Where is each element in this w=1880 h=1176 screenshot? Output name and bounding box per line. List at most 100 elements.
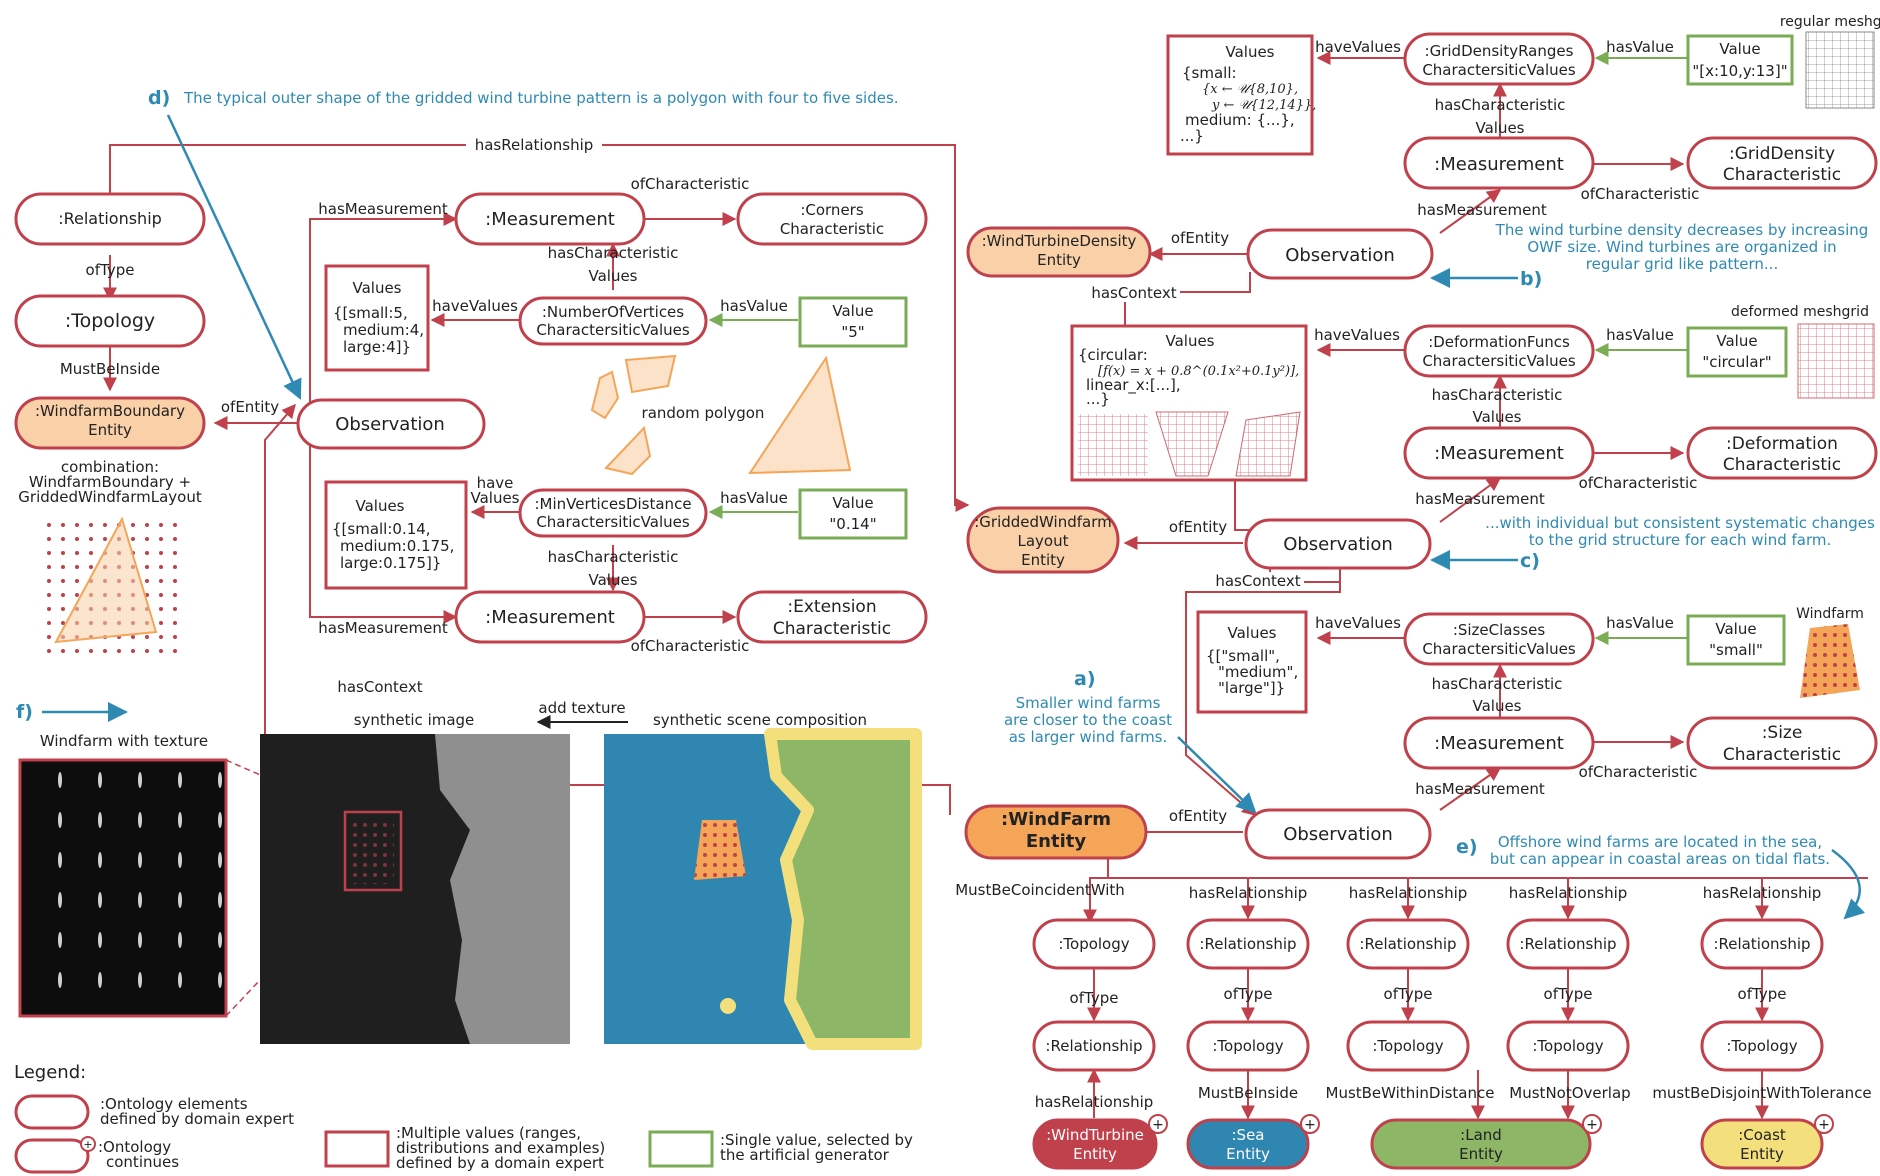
node-extension-l2: Characteristic bbox=[773, 619, 891, 639]
r1-vals-l2: {small: bbox=[1182, 64, 1237, 82]
b-lbl-mbdwt: mustBeDisjointWithTolerance bbox=[1652, 1084, 1871, 1102]
note-e-l2: but can appear in coastal areas on tidal… bbox=[1490, 850, 1830, 868]
note-c-l2: to the grid structure for each wind farm… bbox=[1529, 531, 1832, 549]
legend-single-l2: the artificial generator bbox=[720, 1146, 890, 1164]
r2-vals-l4: linear_x:[...], bbox=[1086, 376, 1181, 395]
r2-lbl-haschar-1: hasCharacteristic bbox=[1432, 386, 1563, 404]
note-a-l3: as larger wind farms. bbox=[1009, 728, 1168, 746]
node-measurement-1: :Measurement bbox=[485, 209, 615, 230]
node-nov-l1: :NumberOfVertices bbox=[542, 303, 684, 321]
node-nov-l2: CharactersiticValues bbox=[536, 321, 690, 339]
r2-df-l1: :DeformationFuncs bbox=[1428, 333, 1570, 351]
r1-val-l2: "[x:10,y:13]" bbox=[1692, 62, 1787, 80]
r2-vals-l3: [f(x) = x + 0.8^(0.1x²+0.1y²)], bbox=[1098, 364, 1299, 379]
r2-val-l2: "circular" bbox=[1702, 353, 1771, 371]
b-lbl-hasrel-3: hasRelationship bbox=[1349, 884, 1468, 902]
r2-gwl-l3: Entity bbox=[1021, 551, 1065, 569]
random-polygon-label: random polygon bbox=[642, 404, 765, 422]
r1-lbl-hasvalue: hasValue bbox=[1606, 38, 1674, 56]
val2-l1: Value bbox=[832, 494, 873, 512]
note-e-label: e) bbox=[1456, 836, 1478, 858]
lbl-hasvalue-2: hasValue bbox=[720, 489, 788, 507]
r1-lbl-havevalues: haveValues bbox=[1315, 38, 1401, 56]
note-a-l2: are closer to the coast bbox=[1004, 711, 1172, 729]
b-relationship-3: :Relationship bbox=[1359, 935, 1456, 953]
b-wt-plus: + bbox=[1152, 1117, 1164, 1133]
bottom-labels: MustBeCoincidentWith hasRelationship has… bbox=[955, 881, 1871, 1111]
r3-sc-l1: :SizeClasses bbox=[1453, 621, 1546, 639]
b-land-l1: :Land bbox=[1460, 1126, 1502, 1144]
right-block-1-labels: haveValues hasValue regular meshgrid has… bbox=[1088, 14, 1880, 302]
b-relationship-4: :Relationship bbox=[1519, 935, 1616, 953]
r1-lbl-ofchar: ofCharacteristic bbox=[1581, 185, 1700, 203]
add-texture-label: add texture bbox=[538, 699, 625, 717]
legend-cont-l2: continues bbox=[106, 1153, 179, 1171]
node-relationship-left: :Relationship bbox=[58, 209, 162, 228]
b-lbl-oftype-3: ofType bbox=[1384, 985, 1433, 1003]
note-d-text: The typical outer shape of the gridded w… bbox=[183, 89, 899, 107]
legend-multi-l1: :Multiple values (ranges, bbox=[396, 1124, 581, 1142]
r3-size-l1: :Size bbox=[1762, 723, 1803, 743]
vals2-l4: large:0.175]} bbox=[340, 554, 441, 572]
r1-vals-l5: medium: {...}, bbox=[1185, 111, 1295, 129]
b-lbl-hasrel-2: hasRelationship bbox=[1189, 884, 1308, 902]
r1-lbl-ofentity: ofEntity bbox=[1171, 229, 1229, 247]
image-panels: f) Windfarm with texture synthetic image… bbox=[16, 699, 922, 1050]
vals1-l1: Values bbox=[352, 279, 401, 297]
r3-lbl-ofentity: ofEntity bbox=[1169, 807, 1227, 825]
right-block-2-labels: haveValues hasValue deformed meshgrid ha… bbox=[1169, 304, 1869, 590]
legend-cont-l1: :Ontology bbox=[98, 1138, 171, 1156]
r3-lbl-haschar-2: Values bbox=[1472, 697, 1521, 715]
r2-observation: Observation bbox=[1283, 534, 1393, 555]
r2-vals-l1: Values bbox=[1165, 332, 1214, 350]
r2-lbl-havevalues: haveValues bbox=[1314, 326, 1400, 344]
f-label: f) bbox=[16, 701, 33, 723]
b-land-l2: Entity bbox=[1459, 1145, 1503, 1163]
r2-lbl-hascontext: hasContext bbox=[1215, 572, 1300, 590]
r2-lbl-ofchar: ofCharacteristic bbox=[1579, 474, 1698, 492]
r2-gwl-l1: :GriddedWindfarm bbox=[974, 513, 1112, 531]
texture-title: Windfarm with texture bbox=[40, 732, 208, 750]
b-coast-l1: :Coast bbox=[1738, 1126, 1786, 1144]
b-topology-4: :Topology bbox=[1532, 1037, 1603, 1055]
lbl-combo-3: GriddedWindfarmLayout bbox=[18, 488, 202, 506]
vals1-l4: large:4]} bbox=[343, 338, 411, 356]
r1-lbl-hasmeasurement: hasMeasurement bbox=[1417, 201, 1547, 219]
node-measurement-2: :Measurement bbox=[485, 607, 615, 628]
note-b-l1: The wind turbine density decreases by in… bbox=[1495, 221, 1869, 239]
r1-measurement: :Measurement bbox=[1434, 154, 1564, 175]
vals2-l3: medium:0.175, bbox=[340, 537, 454, 555]
b-topology-3: :Topology bbox=[1372, 1037, 1443, 1055]
b-lbl-hasrel-4: hasRelationship bbox=[1509, 884, 1628, 902]
lbl-haschar1-1: hasCharacteristic bbox=[548, 244, 679, 262]
note-c-l1: ...with individual but consistent system… bbox=[1485, 514, 1875, 532]
r3-sc-l2: CharactersiticValues bbox=[1422, 640, 1576, 658]
r1-lbl-haschar-1: hasCharacteristic bbox=[1435, 96, 1566, 114]
node-corners-l2: Characteristic bbox=[780, 220, 884, 238]
legend-multi-l2: distributions and examples) bbox=[396, 1139, 605, 1157]
val1-l2: "5" bbox=[841, 323, 864, 341]
r2-lbl-hasvalue: hasValue bbox=[1606, 326, 1674, 344]
r2-lbl-haschar-2: Values bbox=[1472, 408, 1521, 426]
b-relationship-1: :Relationship bbox=[1045, 1037, 1142, 1055]
lbl-haschar2-2: Values bbox=[588, 571, 637, 589]
vals2-l1: Values bbox=[355, 497, 404, 515]
b-sea-plus: + bbox=[1304, 1117, 1316, 1133]
r1-gd-l2: Characteristic bbox=[1723, 165, 1841, 185]
lbl-havevalues-1: haveValues bbox=[432, 297, 518, 315]
left-nodes: :Relationship :Topology :WindfarmBoundar… bbox=[14, 192, 928, 644]
r3-lbl-havevalues: haveValues bbox=[1315, 614, 1401, 632]
r3-lbl-hasvalue: hasValue bbox=[1606, 614, 1674, 632]
r1-lbl-haschar-2: Values bbox=[1475, 119, 1524, 137]
r1-vals-l4: y ← 𝒰{12,14}}, bbox=[1211, 98, 1316, 113]
b-coast-plus: + bbox=[1818, 1117, 1830, 1133]
r1-vals-l1: Values bbox=[1225, 43, 1274, 61]
r3-wf-l2: Entity bbox=[1026, 831, 1086, 852]
node-extension-l1: :Extension bbox=[787, 597, 876, 617]
vals1-l3: medium:4, bbox=[343, 321, 424, 339]
b-lbl-hasrel-1: hasRelationship bbox=[1035, 1093, 1154, 1111]
lbl-hascontext-left: hasContext bbox=[337, 678, 422, 696]
note-a-label: a) bbox=[1074, 668, 1096, 690]
r1-wtd-l1: :WindTurbineDensity bbox=[982, 232, 1137, 250]
r2-gwl-l2: Layout bbox=[1018, 532, 1069, 550]
